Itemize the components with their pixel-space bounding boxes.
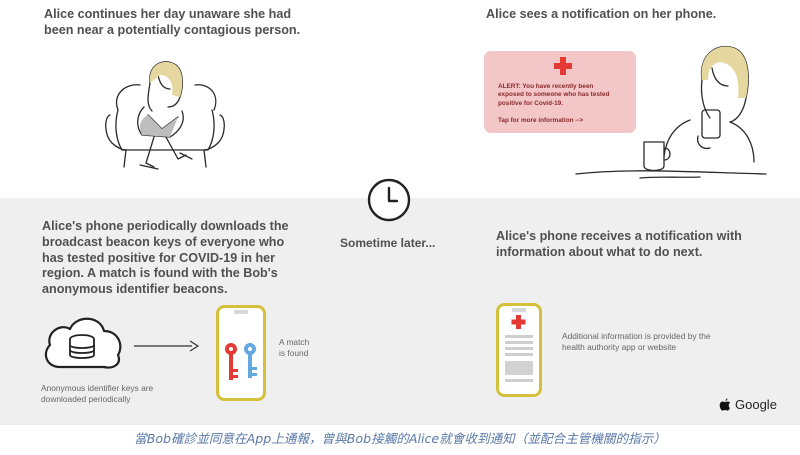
alert-tap-link: Tap for more information --> [498,117,584,124]
info-line2: health authority app or website [562,342,677,352]
medical-cross-icon [554,57,572,75]
match-line1: A match [279,337,310,347]
bottom-left-line1: Alice's phone periodically downloads the [42,219,289,233]
info-caption: Additional information is provided by th… [562,331,762,353]
bottom-left-line2: broadcast beacon keys of everyone who [42,234,285,249]
info-line1: Additional information is provided by th… [562,331,711,341]
alert-line3: positive for Covid-19. [498,99,563,107]
cloud-caption: Anonymous identifier keys are downloaded… [41,383,201,405]
bottom-right-heading: Alice's phone receives a notification wi… [496,229,796,260]
bottom-left-line4: region. A match is found with the Bob's [42,266,278,281]
arrow-right-icon [134,340,200,352]
cloud-caption-line1: Anonymous identifier keys are [41,383,154,393]
apple-google-brand: Google [719,397,777,412]
top-right-line1: Alice sees a notification on her phone. [486,7,717,21]
phone-with-info-icon [496,303,542,397]
cloud-caption-line2: downloaded periodically [41,394,131,404]
alert-notification-card: ALERT: You have recently been exposed to… [484,51,636,133]
bottom-panel [0,198,800,425]
google-wordmark: Google [735,397,777,412]
top-left-line2: been near a potentially contagious perso… [44,22,301,37]
phone-with-keys-icon [216,305,266,401]
illustration: Alice continues her day unaware she had … [0,7,800,425]
alice-in-armchair-illustration [105,61,225,170]
bottom-right-line1: Alice's phone receives a notification wi… [496,229,742,243]
top-left-line1: Alice continues her day unaware she had [44,7,292,21]
bottom-left-line5: anonymous identifier beacons. [42,282,228,297]
match-found-label: A match is found [279,337,309,359]
bottom-right-line2: information about what to do next. [496,244,703,259]
image-caption: 當Bob確診並同意在App上通報，曾與Bob接觸的Alice就會收到通知（並配合… [134,431,666,446]
match-line2: is found [279,348,309,358]
alice-with-phone-illustration [575,45,767,179]
alert-line2: exposed to someone who has tested [498,91,610,99]
sometime-later-label: Sometime later... [340,236,436,250]
alert-message: ALERT: You have recently been exposed to… [498,83,630,108]
apple-logo-icon [719,398,731,411]
top-right-heading: Alice sees a notification on her phone. [486,7,786,23]
top-left-heading: Alice continues her day unaware she had … [44,7,344,38]
cloud-database-icon [44,317,122,369]
bottom-left-line3: has tested positive for COVID-19 in her [42,250,276,265]
bottom-left-heading: Alice's phone periodically downloads the… [42,219,342,298]
alert-line1: ALERT: You have recently been [498,83,594,90]
clock-icon [367,178,411,222]
